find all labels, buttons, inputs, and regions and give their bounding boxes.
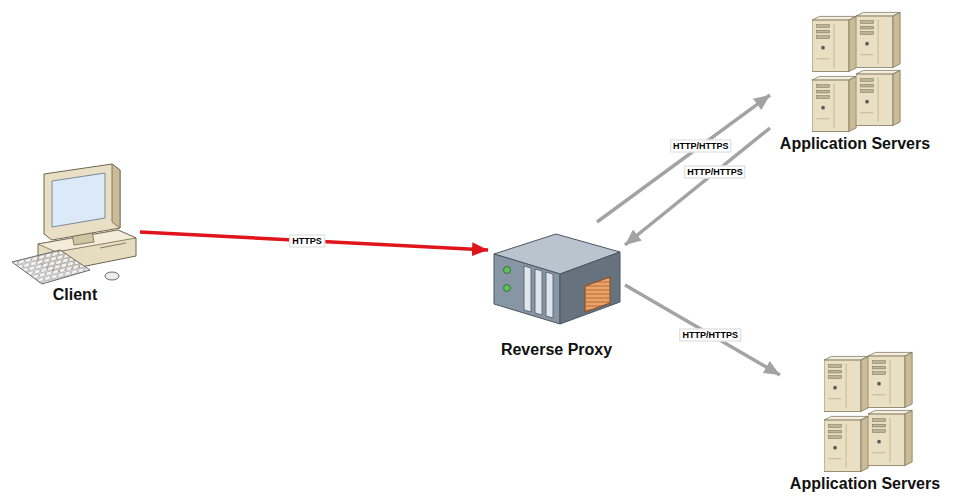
reverse-proxy-icon	[494, 234, 620, 324]
server-stack-icon	[824, 352, 912, 471]
connector-arrow	[597, 95, 770, 222]
icon-space	[855, 10, 856, 134]
proxy-side	[560, 252, 620, 324]
protocol-label: HTTPS	[289, 234, 325, 247]
icon-space	[556, 222, 557, 340]
node-label: Application Servers	[780, 134, 930, 154]
icon-space	[75, 165, 76, 285]
node-label: Application Servers	[790, 474, 940, 494]
orange-vent	[585, 277, 610, 312]
connector-arrow	[625, 128, 770, 245]
mouse	[105, 272, 119, 280]
monitor-screen	[52, 173, 105, 227]
monitor-side	[112, 164, 120, 228]
node-label: Reverse Proxy	[501, 340, 612, 360]
server-group-node: Application Servers	[770, 10, 940, 154]
status-light	[504, 285, 511, 292]
drive-bay	[546, 272, 553, 318]
drive-bay	[535, 269, 542, 315]
proxy-node: Reverse Proxy	[488, 222, 625, 360]
node-label: Client	[53, 285, 97, 305]
server-group-node: Application Servers	[780, 350, 950, 494]
connector-arrow	[140, 232, 488, 250]
icon-space	[865, 350, 866, 474]
proxy-front	[494, 254, 560, 324]
keyboard	[12, 250, 90, 284]
protocol-label: HTTP/HTTPS	[670, 139, 732, 152]
server-stack-icon	[812, 12, 900, 131]
connector-arrow	[625, 285, 780, 375]
drive-slot	[100, 243, 126, 248]
client-node: Client	[10, 165, 140, 305]
client-computer-icon	[12, 164, 136, 284]
drive-bay	[524, 266, 531, 312]
monitor-frame	[44, 164, 120, 240]
protocol-label: HTTP/HTTPS	[684, 166, 746, 179]
protocol-label: HTTP/HTTPS	[680, 328, 742, 341]
status-light	[504, 267, 511, 274]
